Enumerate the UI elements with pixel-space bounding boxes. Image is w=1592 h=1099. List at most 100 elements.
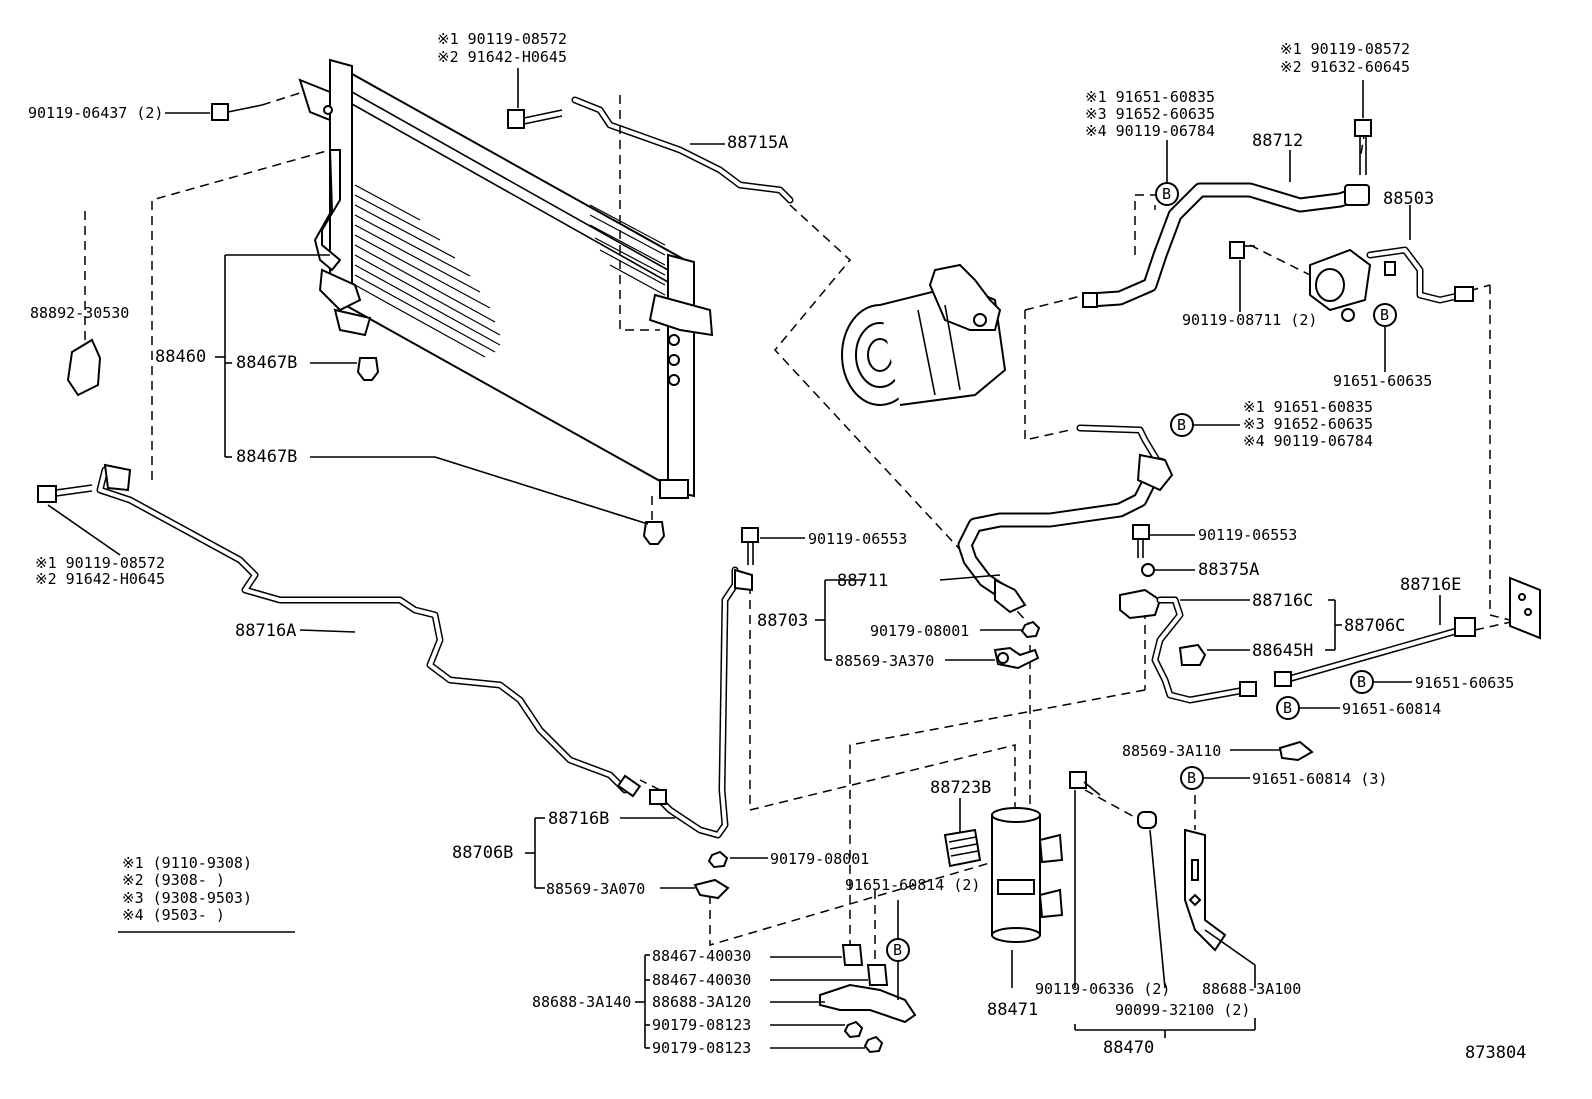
label-88703: 88703 [757, 611, 808, 631]
legend-line-2: ※2 (9308- ) [122, 871, 225, 889]
label-88892-30530: 88892-30530 [30, 304, 129, 322]
label-sym2-left: ※2 91642-H0645 [35, 570, 165, 588]
bolt-top-90119-08572-icon [507, 109, 563, 129]
cushion-88467B-top [356, 357, 380, 381]
part-88375A-icon [1141, 563, 1155, 577]
label-90179-08123-a: 90179-08123 [652, 1016, 751, 1034]
label-rsym2-a: ※2 91632-60645 [1280, 58, 1410, 76]
clamp-88569-3A370-icon [993, 646, 1040, 670]
label-88645H: 88645H [1252, 641, 1313, 661]
label-91651-60635-a: 91651-60635 [1333, 372, 1432, 390]
part-labels: 90119-06437 (2) ※1 90119-08572 ※2 91642-… [28, 30, 1526, 1063]
label-88716A: 88716A [235, 621, 296, 641]
label-rsym3-c: ※3 91652-60635 [1243, 415, 1373, 433]
b-marker-6-icon: B [1180, 766, 1204, 790]
label-rsym4-b: ※4 90119-06784 [1085, 122, 1215, 140]
label-88467-40030-b: 88467-40030 [652, 971, 751, 989]
label-88711: 88711 [837, 571, 888, 591]
label-88375A: 88375A [1198, 560, 1259, 580]
bracket-right [1509, 576, 1541, 640]
legend-line-4: ※4 (9503- ) [122, 906, 225, 924]
leader-lines [47, 68, 1441, 1049]
svg-text:B: B [893, 941, 902, 959]
bracket-88688-3A100 [1184, 828, 1227, 952]
bracket-88688-3A120 [819, 944, 917, 1054]
label-88569-3A070: 88569-3A070 [546, 880, 645, 898]
b-marker-3-icon: B [1170, 413, 1194, 437]
label-88712: 88712 [1252, 131, 1303, 151]
label-90099-32100: 90099-32100 (2) [1115, 1001, 1250, 1019]
svg-text:B: B [1357, 673, 1366, 691]
label-88503: 88503 [1383, 189, 1434, 209]
clamp-88569-3A110-icon [1278, 740, 1314, 762]
applicability-legend: ※1 (9110-9308) ※2 (9308- ) ※3 (9308-9503… [122, 854, 252, 924]
compressor [841, 263, 1007, 406]
label-rsym1-b: ※1 91651-60835 [1085, 88, 1215, 106]
label-91651-60635-b: 91651-60635 [1415, 674, 1514, 692]
pipe-88716E [1274, 617, 1476, 687]
label-88467-40030-a: 88467-40030 [652, 947, 751, 965]
svg-text:B: B [1380, 306, 1389, 324]
label-90119-06553-a: 90119-06553 [808, 530, 907, 548]
bolt-left-90119-08572-icon [37, 484, 93, 503]
switch-88645H-icon [1178, 643, 1207, 666]
nut-90179-08001-a-icon [1020, 620, 1041, 639]
label-88569-3A370: 88569-3A370 [835, 652, 934, 670]
label-91651-60814-a: 91651-60814 [1342, 700, 1441, 718]
label-rsym3-b: ※3 91652-60635 [1085, 105, 1215, 123]
label-88716B: 88716B [548, 809, 609, 829]
label-91651-60814-3: 91651-60814 (3) [1252, 770, 1387, 788]
pipe-88715A [571, 96, 794, 204]
label-88471: 88471 [987, 1000, 1038, 1020]
bolt-90119-06553-a-icon [741, 527, 759, 565]
cushion-88467B-bottom [642, 521, 666, 545]
pipe-88716C [1119, 588, 1257, 704]
label-90179-08123-b: 90179-08123 [652, 1039, 751, 1057]
label-88460: 88460 [155, 347, 206, 367]
svg-text:B: B [1177, 416, 1186, 434]
valve-88503 [1309, 246, 1474, 322]
b-marker-1-icon: B [1155, 182, 1179, 206]
bolt-90119-06336-icon [1069, 771, 1101, 796]
pipe-88716B [649, 566, 753, 839]
legend-line-1: ※1 (9110-9308) [122, 854, 252, 872]
spacer-90099-32100-icon [1137, 811, 1157, 829]
label-91651-60814-2: 91651-60814 (2) [845, 876, 980, 894]
b-marker-2-icon: B [1373, 303, 1397, 327]
label-90179-08001-a: 90179-08001 [870, 622, 969, 640]
label-88569-3A110: 88569-3A110 [1122, 742, 1221, 760]
label-88688-3A120: 88688-3A120 [652, 993, 751, 1011]
pipe-88716A [96, 463, 642, 798]
diagram-id: 873804 [1465, 1043, 1526, 1063]
label-90119-06336: 90119-06336 (2) [1035, 980, 1170, 998]
label-rsym1-c: ※1 91651-60835 [1243, 398, 1373, 416]
hose-88712 [1082, 182, 1370, 308]
label-90119-06553-b: 90119-06553 [1198, 526, 1297, 544]
svg-text:B: B [1283, 699, 1292, 717]
b-marker-7-icon: B [886, 938, 910, 962]
label-88706B: 88706B [452, 843, 513, 863]
b-marker-5-icon: B [1276, 696, 1300, 720]
bolt-90119-06553-b-icon [1132, 524, 1150, 558]
label-88716C: 88716C [1252, 591, 1313, 611]
label-88723B: 88723B [930, 778, 991, 798]
label-rsym1-a: ※1 90119-08572 [1280, 40, 1410, 58]
legend-line-3: ※3 (9308-9503) [122, 889, 252, 907]
label-90119-06437: 90119-06437 (2) [28, 104, 163, 122]
label-sym1-top: ※1 90119-08572 [437, 30, 567, 48]
label-sym1-left: ※1 90119-08572 [35, 554, 165, 572]
condenser-fins [354, 184, 666, 358]
label-88688-3A100: 88688-3A100 [1202, 980, 1301, 998]
receiver-drier-88471 [991, 807, 1064, 943]
bolt-right-90119-08572-icon [1354, 119, 1372, 175]
label-88467B-1: 88467B [236, 353, 297, 373]
label-90179-08001-b: 90179-08001 [770, 850, 869, 868]
clamp-88569-3A070-icon [693, 878, 730, 900]
svg-text:B: B [1162, 185, 1171, 203]
bolt-90119-08711-icon [1229, 241, 1255, 259]
label-88716E: 88716E [1400, 575, 1461, 595]
svg-text:B: B [1187, 769, 1196, 787]
label-sym2-top: ※2 91642-H0645 [437, 48, 567, 66]
label-88688-3A140: 88688-3A140 [532, 993, 631, 1011]
